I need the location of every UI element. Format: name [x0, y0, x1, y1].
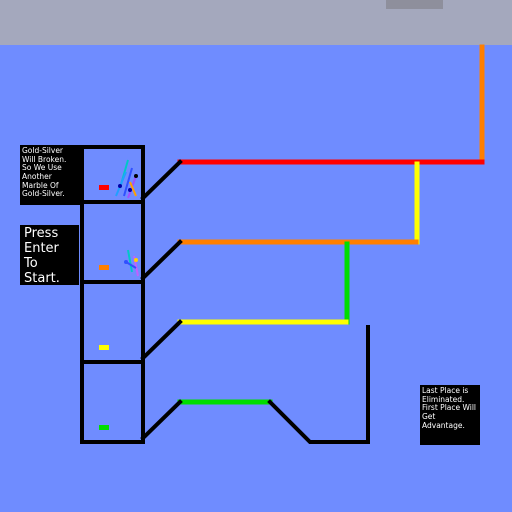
prompt-line: Press [24, 226, 59, 241]
particle-cluster-1 [115, 159, 138, 199]
marbles [99, 185, 109, 430]
note-line: Gold-Silver [22, 146, 64, 155]
note-line: Eliminated. [422, 394, 465, 404]
green-marble [99, 425, 109, 430]
yellow-marble [99, 345, 109, 350]
note-line: Will Broken. [22, 154, 67, 164]
prompt-line: Enter [24, 241, 59, 256]
track-lines [177, 44, 485, 405]
note-line: Another [22, 171, 52, 181]
note-line: Last Place is [422, 386, 469, 395]
start-prompt: Press Enter To Start. [20, 225, 79, 286]
finish-pit [267, 325, 370, 444]
note-line: Marble Of [22, 180, 59, 190]
cage-walls [80, 145, 370, 444]
ramp-4 [140, 399, 183, 441]
ramp-3 [140, 319, 183, 361]
particle-cluster-2 [124, 249, 139, 277]
prompt-line: To [24, 256, 38, 271]
last-place-note: Last Place is Eliminated. First Place Wi… [420, 385, 480, 445]
prompt-line: Start. [24, 271, 60, 286]
red-marble [99, 185, 109, 190]
orange-marble [99, 265, 109, 270]
note-line: Advantage. [422, 420, 465, 430]
note-line: Get [422, 411, 436, 421]
gold-silver-note: Gold-Silver Will Broken. So We Use Anoth… [20, 145, 80, 205]
top-bar-tab [386, 0, 443, 9]
ramp-1 [140, 159, 183, 201]
note-line: Gold-Silver. [22, 189, 65, 199]
top-bar [0, 0, 512, 45]
ramp-2 [140, 239, 183, 281]
cage-1 [80, 145, 145, 204]
note-line: So We Use [22, 163, 62, 173]
note-line: First Place Will [422, 403, 476, 413]
